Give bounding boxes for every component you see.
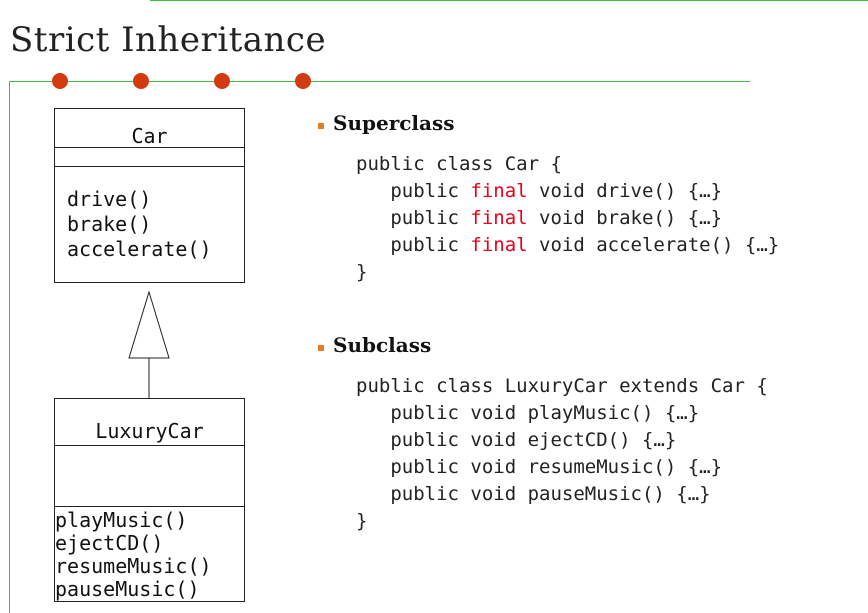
uml-operation: accelerate() (67, 237, 212, 261)
code-line: public void resumeMusic() {…} (356, 456, 723, 478)
uml-class-name: LuxuryCar (95, 419, 204, 443)
uml-operation: drive() (67, 187, 152, 211)
final-keyword: final (470, 234, 528, 256)
uml-class-name: Car (131, 124, 168, 148)
uml-operation: playMusic() (55, 508, 188, 532)
uml-class-luxury-car: LuxuryCar playMusic() ejectCD() resumeMu… (54, 398, 245, 602)
title-dot-4 (295, 73, 311, 89)
final-keyword: final (470, 180, 528, 202)
uml-operation: resumeMusic() (55, 554, 212, 578)
code-line: public final void accelerate() {…} (356, 234, 780, 256)
uml-class-car: Car drive() brake() accelerate() (54, 108, 245, 283)
code-line: public class LuxuryCar extends Car { (356, 375, 768, 397)
code-line: public void pauseMusic() {…} (356, 483, 711, 505)
code-line: public final void brake() {…} (356, 207, 723, 229)
inheritance-arrowhead (128, 290, 170, 359)
uml-separator (55, 506, 244, 507)
bullet-superclass (318, 123, 324, 129)
code-line: } (356, 510, 368, 532)
uml-separator (55, 166, 244, 167)
code-line: public void playMusic() {…} (356, 402, 700, 424)
title-dot-3 (214, 73, 230, 89)
inheritance-arrow (128, 290, 170, 398)
slide-title: Strict Inheritance (10, 20, 327, 60)
uml-operation: pauseMusic() (55, 577, 200, 601)
title-dot-2 (133, 73, 149, 89)
top-rule (150, 0, 868, 1)
final-keyword: final (470, 207, 528, 229)
title-dot-1 (52, 73, 68, 89)
title-rule (10, 81, 750, 82)
uml-operation: ejectCD() (55, 531, 164, 555)
uml-separator (55, 445, 244, 446)
code-line: public final void drive() {…} (356, 180, 723, 202)
superclass-code: public class Car { public final void dri… (356, 151, 779, 286)
code-line: public void ejectCD() {…} (356, 429, 677, 451)
bullet-subclass (318, 345, 324, 351)
subclass-heading: Subclass (333, 333, 432, 357)
left-rule (9, 81, 10, 613)
superclass-heading: Superclass (333, 111, 455, 135)
code-line: public class Car { (356, 153, 562, 175)
uml-operations: playMusic() ejectCD() resumeMusic() paus… (55, 509, 212, 601)
uml-operation: brake() (67, 212, 152, 236)
code-line: } (356, 261, 368, 283)
subclass-code: public class LuxuryCar extends Car { pub… (356, 373, 768, 535)
uml-operations: drive() brake() accelerate() (67, 187, 212, 262)
uml-separator (55, 147, 244, 148)
